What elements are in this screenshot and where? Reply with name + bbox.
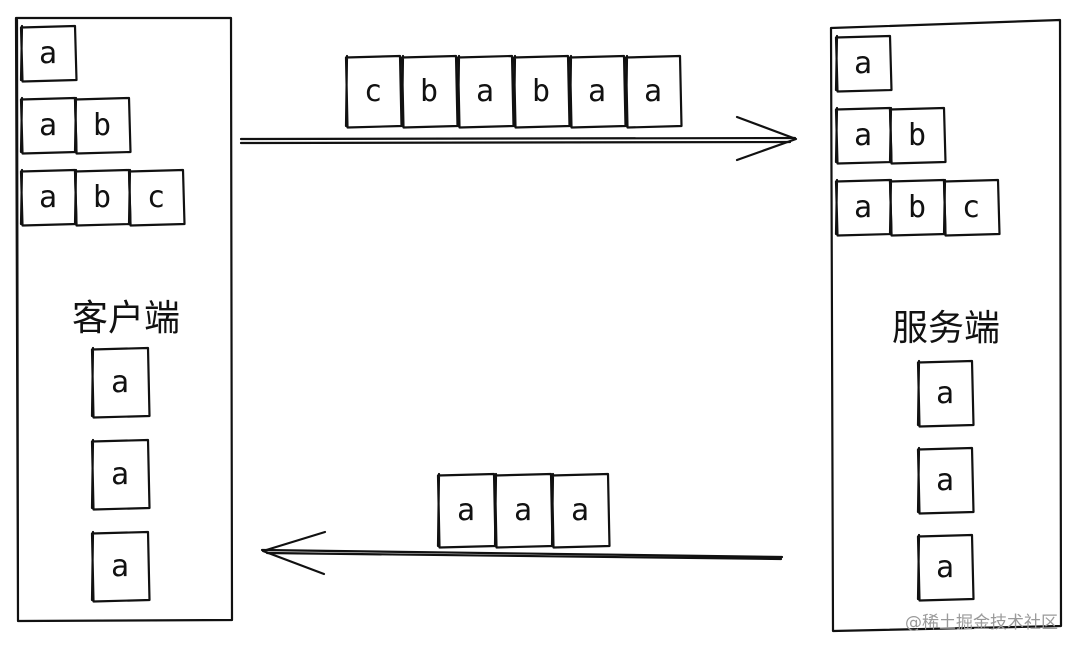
client-stack: a a a: [90, 346, 151, 603]
sent-sequence-item: c: [344, 54, 403, 129]
watermark: @稀土掘金技术社区: [905, 613, 1058, 633]
server-pyramid: a a b a b c: [834, 34, 1001, 237]
server-pyramid-cell: c: [942, 178, 1001, 237]
client-stack-item-frame: [90, 438, 151, 511]
sent-sequence-item-frame: [624, 54, 683, 129]
server-pyramid-cell-letter: a: [854, 46, 872, 81]
sent-sequence-item: a: [456, 54, 515, 129]
client-pyramid-cell: a: [19, 24, 78, 83]
returned-sequence-item-letter: a: [514, 493, 532, 528]
returned-sequence-item-letter: a: [457, 493, 475, 528]
server-panel: a a b a b c 服务端 a a a: [829, 18, 1063, 633]
server-stack-item-frame: [916, 446, 975, 515]
client-stack-item-letter: a: [111, 365, 129, 400]
server-stack-item-letter: a: [936, 376, 954, 411]
client-pyramid-cell-letter: a: [39, 180, 57, 215]
sent-sequence-item-letter: a: [588, 74, 606, 109]
server-pyramid-cell-letter: b: [908, 190, 926, 225]
server-title: 服务端: [892, 308, 1000, 349]
server-pyramid-cell: a: [834, 34, 893, 93]
client-pyramid-cell: a: [19, 96, 78, 155]
sent-sequence-item-letter: b: [420, 74, 438, 109]
returned-sequence-item-letter: a: [571, 493, 589, 528]
sent-sequence-item-letter: c: [364, 74, 382, 109]
client-pyramid-cell-letter: a: [39, 36, 57, 71]
client-stack-item: a: [90, 438, 151, 511]
client-pyramid-cell-letter: b: [93, 108, 111, 143]
client-pyramid-cell-letter: c: [147, 180, 165, 215]
returned-sequence-item: a: [436, 472, 497, 549]
sent-sequence-item: a: [568, 54, 627, 129]
server-frame: [829, 18, 1063, 633]
server-pyramid-cell-frame: [888, 106, 947, 165]
client-pyramid-cell: c: [127, 168, 186, 227]
server-pyramid-cell-letter: c: [962, 190, 980, 225]
client-pyramid-cell-frame: [73, 96, 132, 155]
server-stack-item-frame: [916, 359, 975, 428]
sent-sequence-item: b: [512, 54, 571, 129]
server-stack-item-frame: [916, 533, 975, 602]
server-pyramid-cell-frame: [834, 34, 893, 93]
server-stack-item: a: [916, 359, 975, 428]
client-stack-item-letter: a: [111, 457, 129, 492]
server-pyramid-cell-letter: a: [854, 190, 872, 225]
client-frame: [14, 16, 234, 623]
client-pyramid-cell: b: [73, 96, 132, 155]
returned-sequence-item-frame: [550, 472, 611, 549]
client-pyramid-cell: b: [73, 168, 132, 227]
server-stack: a a a: [916, 359, 975, 602]
server-pyramid-cell: a: [834, 178, 893, 237]
server-pyramid-cell-letter: a: [854, 118, 872, 153]
client-pyramid-cell-letter: a: [39, 108, 57, 143]
client-stack-item: a: [90, 346, 151, 419]
sent-sequence-item-letter: a: [476, 74, 494, 109]
client-stack-item-frame: [90, 346, 151, 419]
server-pyramid-cell: b: [888, 178, 947, 237]
client-pyramid-cell-frame: [127, 168, 186, 227]
client-stack-item-letter: a: [111, 549, 129, 584]
sent-sequence-item: b: [400, 54, 459, 129]
client-pyramid-cell-frame: [19, 24, 78, 83]
arrow-to-server: [239, 115, 798, 162]
server-pyramid-cell: b: [888, 106, 947, 165]
client-stack-item: a: [90, 530, 151, 603]
client-stack-item-frame: [90, 530, 151, 603]
returned-sequence-item: a: [550, 472, 611, 549]
client-pyramid-cell: a: [19, 168, 78, 227]
server-stack-item: a: [916, 446, 975, 515]
server-pyramid-cell-frame: [942, 178, 1001, 237]
client-pyramid: a a b a b c: [19, 24, 186, 227]
returned-sequence-item: a: [493, 472, 554, 549]
client-pyramid-cell-letter: b: [93, 180, 111, 215]
sent-sequence-item-letter: b: [532, 74, 550, 109]
server-pyramid-cell: a: [834, 106, 893, 165]
server-stack-item-letter: a: [936, 463, 954, 498]
server-stack-item: a: [916, 533, 975, 602]
server-stack-item-letter: a: [936, 550, 954, 585]
client-panel: a a b a b c 客户端 a a a: [14, 16, 234, 623]
arrow-to-client: [260, 530, 784, 576]
server-pyramid-cell-letter: b: [908, 118, 926, 153]
client-title: 客户端: [72, 298, 180, 339]
sent-sequence-item-letter: a: [644, 74, 662, 109]
sent-sequence-item: a: [624, 54, 683, 129]
